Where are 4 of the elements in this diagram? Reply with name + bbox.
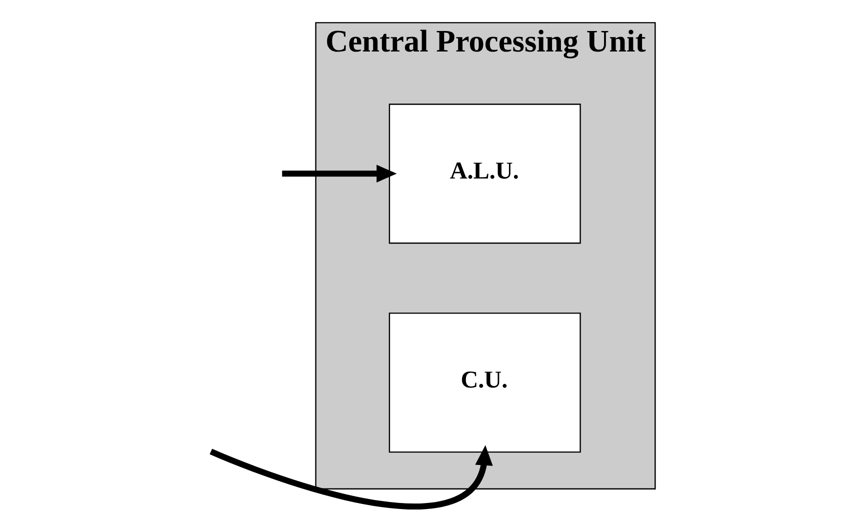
arrow <box>209 445 492 510</box>
node-box: A.L.U. <box>388 104 580 244</box>
node-box: C.U. <box>388 312 580 453</box>
arrow <box>282 164 396 182</box>
